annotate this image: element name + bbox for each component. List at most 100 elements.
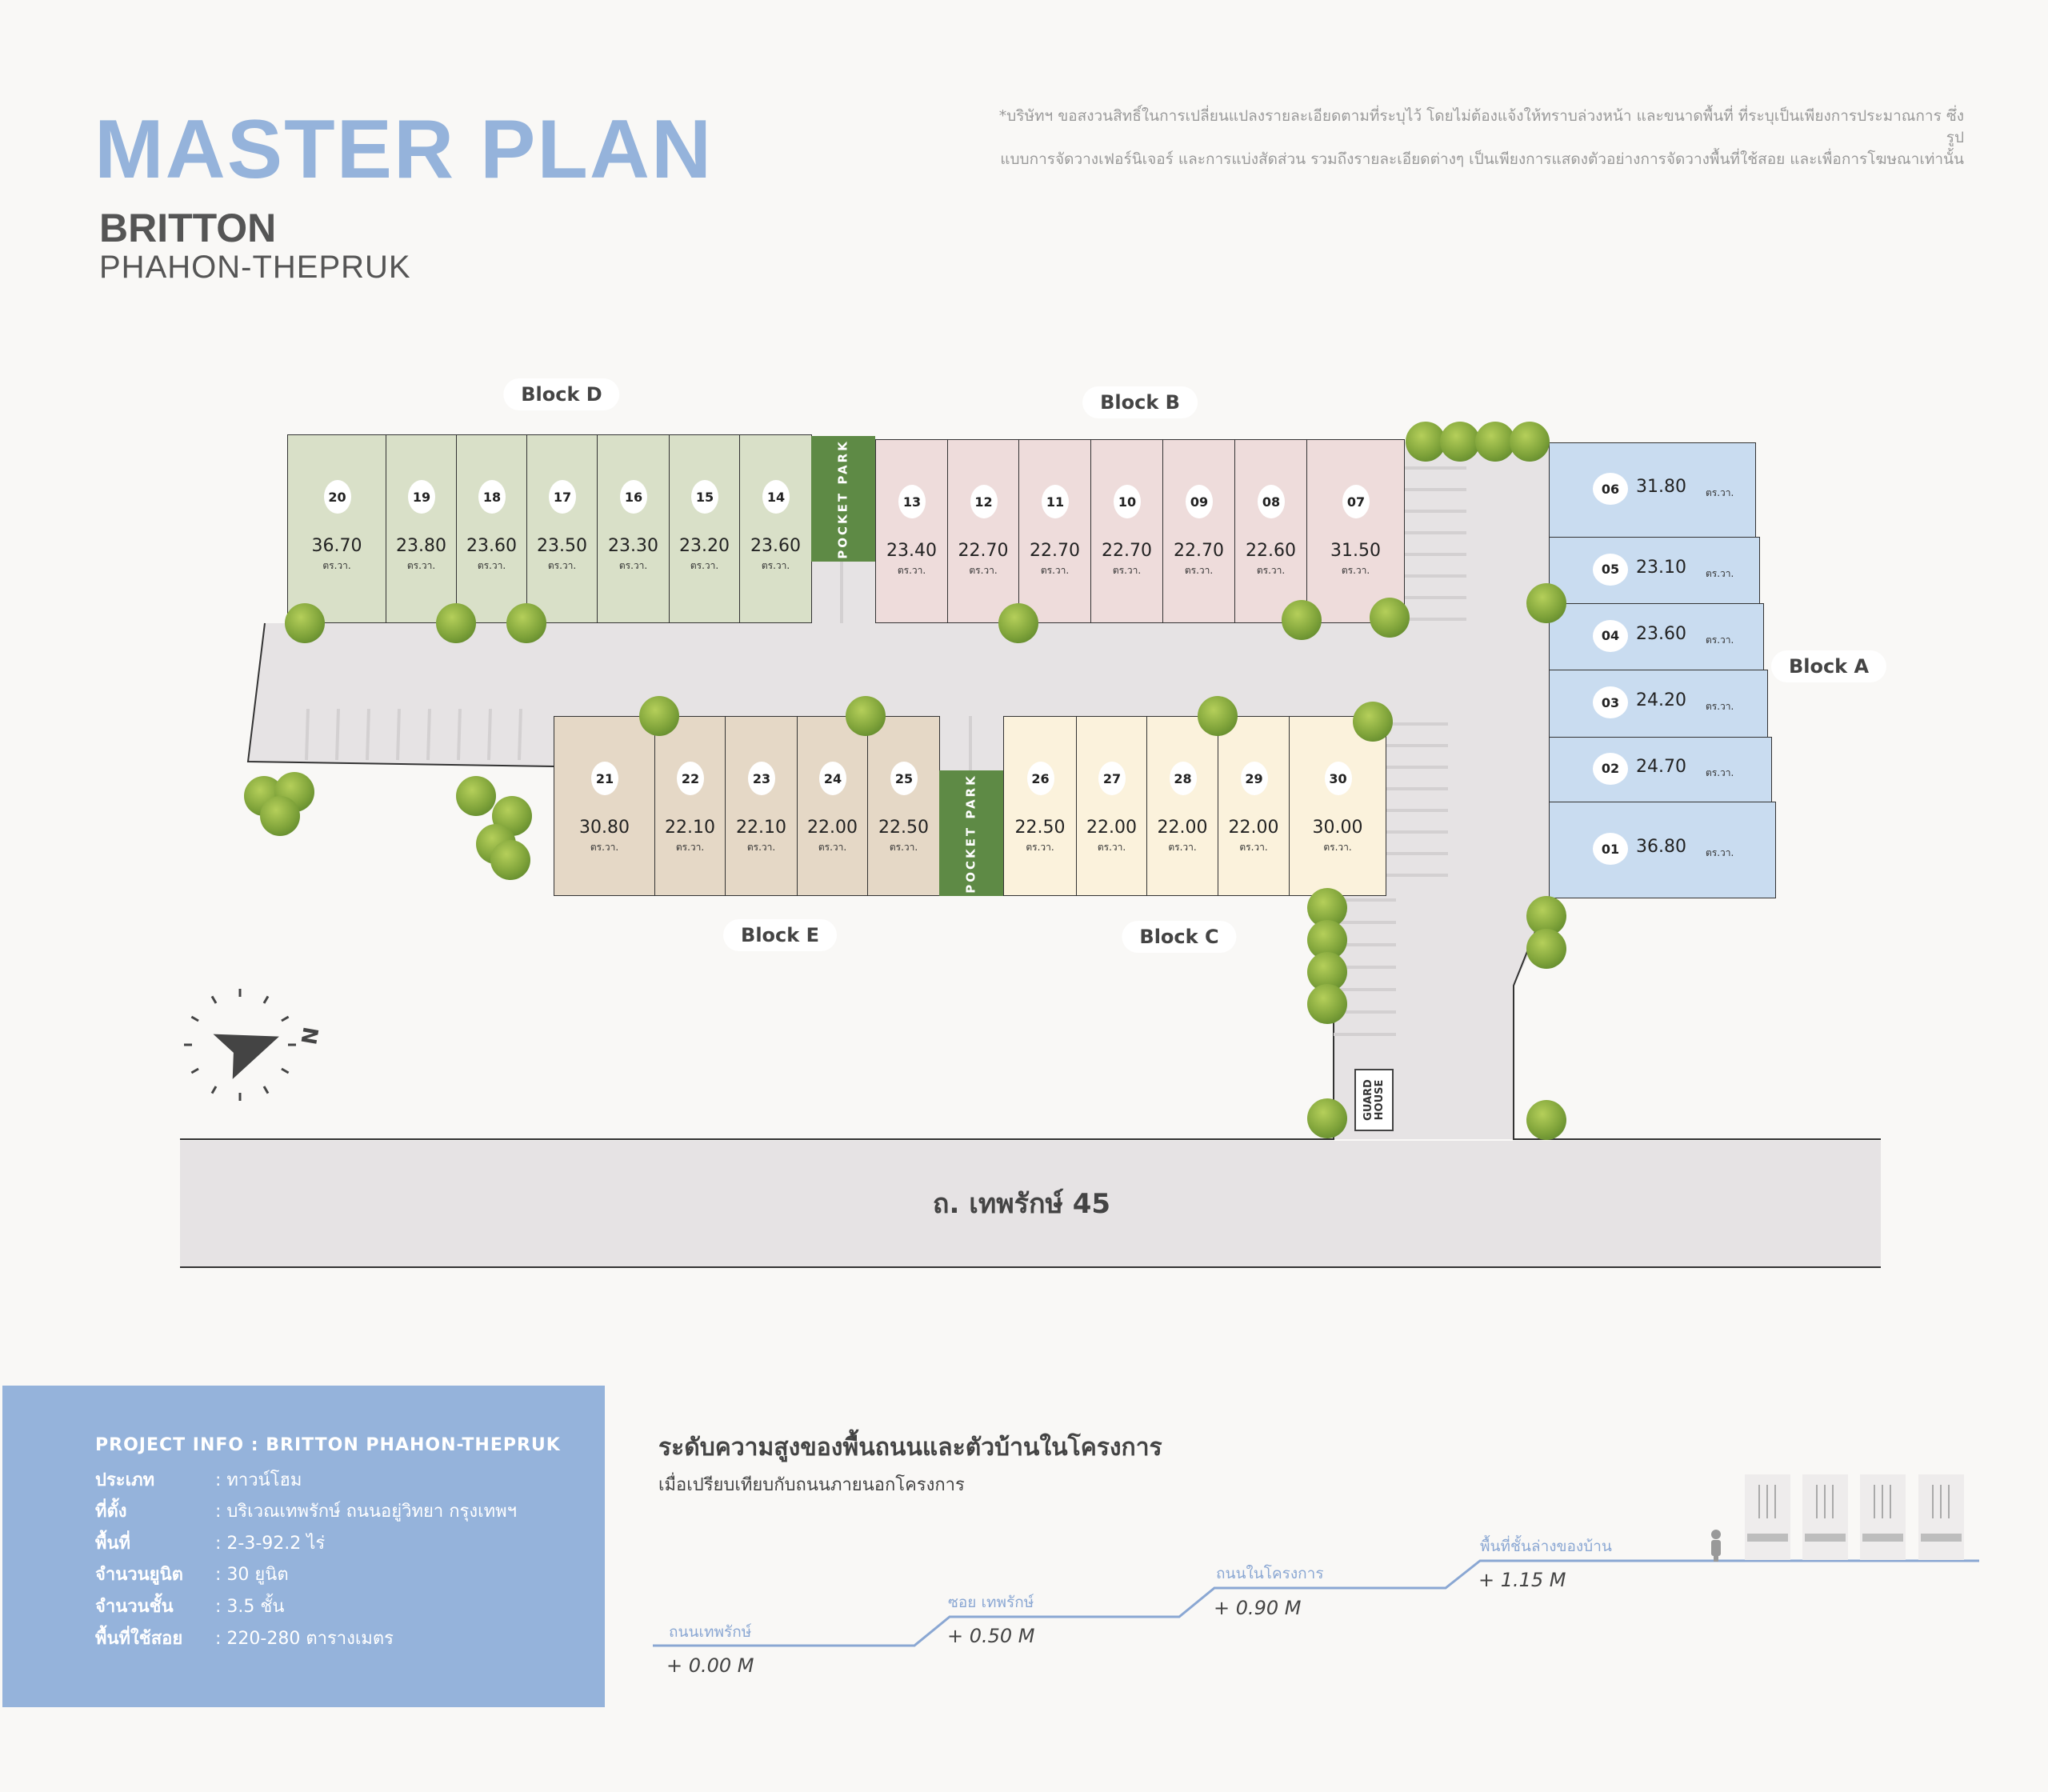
project-location: PHAHON-THEPRUK [99,250,411,285]
unit-area-suffix: ตร.วา. [1706,567,1734,579]
project-brand: BRITTON [99,206,277,250]
block-label-d: Block D [503,378,620,410]
info-value: : 220-280 ตารางเมตร [215,1629,394,1649]
unit-area: 30.00 [1312,818,1363,838]
tree-icon [490,840,530,880]
unit-area: 22.70 [1102,541,1152,561]
unit-number-badge: 08 [1258,485,1285,518]
unit-area: 22.10 [665,818,715,838]
unit-number-badge: 30 [1324,762,1352,795]
compass-tick [281,1015,290,1022]
unit-area: 24.70 [1636,756,1686,777]
unit-number-badge: 16 [620,480,647,514]
compass-tick [210,1086,218,1094]
site-plan [180,442,1881,1268]
unit-number-badge: 21 [591,762,618,795]
project-info-panel: PROJECT INFO : BRITTON PHAHON-THEPRUK ปร… [2,1386,605,1707]
unit-area-suffix: ตร.วา. [818,842,847,853]
unit-area: 36.80 [1636,837,1686,857]
house-elevation-icon [1745,1474,1790,1560]
compass-icon [184,989,296,1101]
unit-area-suffix: ตร.วา. [547,560,577,571]
info-value: : 2-3-92.2 ไร่ [215,1534,326,1554]
unit-area: 31.50 [1330,541,1381,561]
pocket-park-label: POCKET PARK [836,438,851,559]
project-info-title: PROJECT INFO : BRITTON PHAHON-THEPRUK [95,1435,561,1455]
unit-area-suffix: ตร.วา. [1239,842,1268,853]
house-elevation-icon [1918,1474,1964,1560]
unit-area-suffix: ตร.วา. [690,560,719,571]
house-elevation-icon [1802,1474,1848,1560]
compass-tick [190,1015,199,1022]
level-value: + 0.00 M [666,1654,754,1677]
pocket-park-north: POCKET PARK [811,436,875,562]
tree-icon [1282,600,1322,640]
unit-area: 22.00 [1228,818,1279,838]
guard-house-label: GUARD [1362,1079,1374,1121]
compass-tick [281,1067,290,1074]
level-value: + 0.90 M [1214,1597,1302,1619]
disclaimer: *บริษัทฯ ขอสงวนสิทธิ์ในการเปลี่ยนแปลงราย… [984,106,1964,170]
unit-area: 22.00 [1157,818,1208,838]
unit-area-suffix: ตร.วา. [618,560,648,571]
unit-number-badge: 04 [1593,619,1628,652]
unit-area-suffix: ตร.วา. [1706,847,1734,858]
unit-number-badge: 14 [762,480,790,514]
elevation-title: ระดับความสูงของพื้นถนนและตัวบ้านในโครงกา… [658,1434,1162,1462]
unit-number-badge: 10 [1114,485,1141,518]
unit-area-suffix: ตร.วา. [889,842,918,853]
info-label: พื้นที่ใช้สอย [95,1629,183,1649]
tree-icon [1526,583,1566,623]
unit-number-badge: 26 [1026,762,1054,795]
tree-icon [1198,696,1238,736]
elevation-subtitle: เมื่อเปรียบเทียบกับถนนภายนอกโครงการ [658,1475,965,1495]
tree-icon [1526,1100,1566,1140]
info-label: ประเภท [95,1470,155,1490]
info-value: : บริเวณเทพรักษ์ ถนนอยู่วิทยา กรุงเทพฯ [215,1502,517,1522]
unit-area-suffix: ตร.วา. [1168,842,1197,853]
unit-area-suffix: ตร.วา. [897,565,926,576]
elevation-profile [653,1474,1979,1647]
tree-icon [846,696,886,736]
unit-area-suffix: ตร.วา. [1097,842,1126,853]
unit-area: 23.80 [396,536,446,556]
unit-number-badge: 02 [1593,752,1628,785]
parking-stripe [457,708,462,761]
unit-area-suffix: ตร.วา. [322,560,351,571]
unit-area: 22.10 [736,818,786,838]
unit-area: 22.70 [958,541,1009,561]
parking-stripe [305,708,310,761]
unit-area: 22.50 [1014,818,1066,838]
